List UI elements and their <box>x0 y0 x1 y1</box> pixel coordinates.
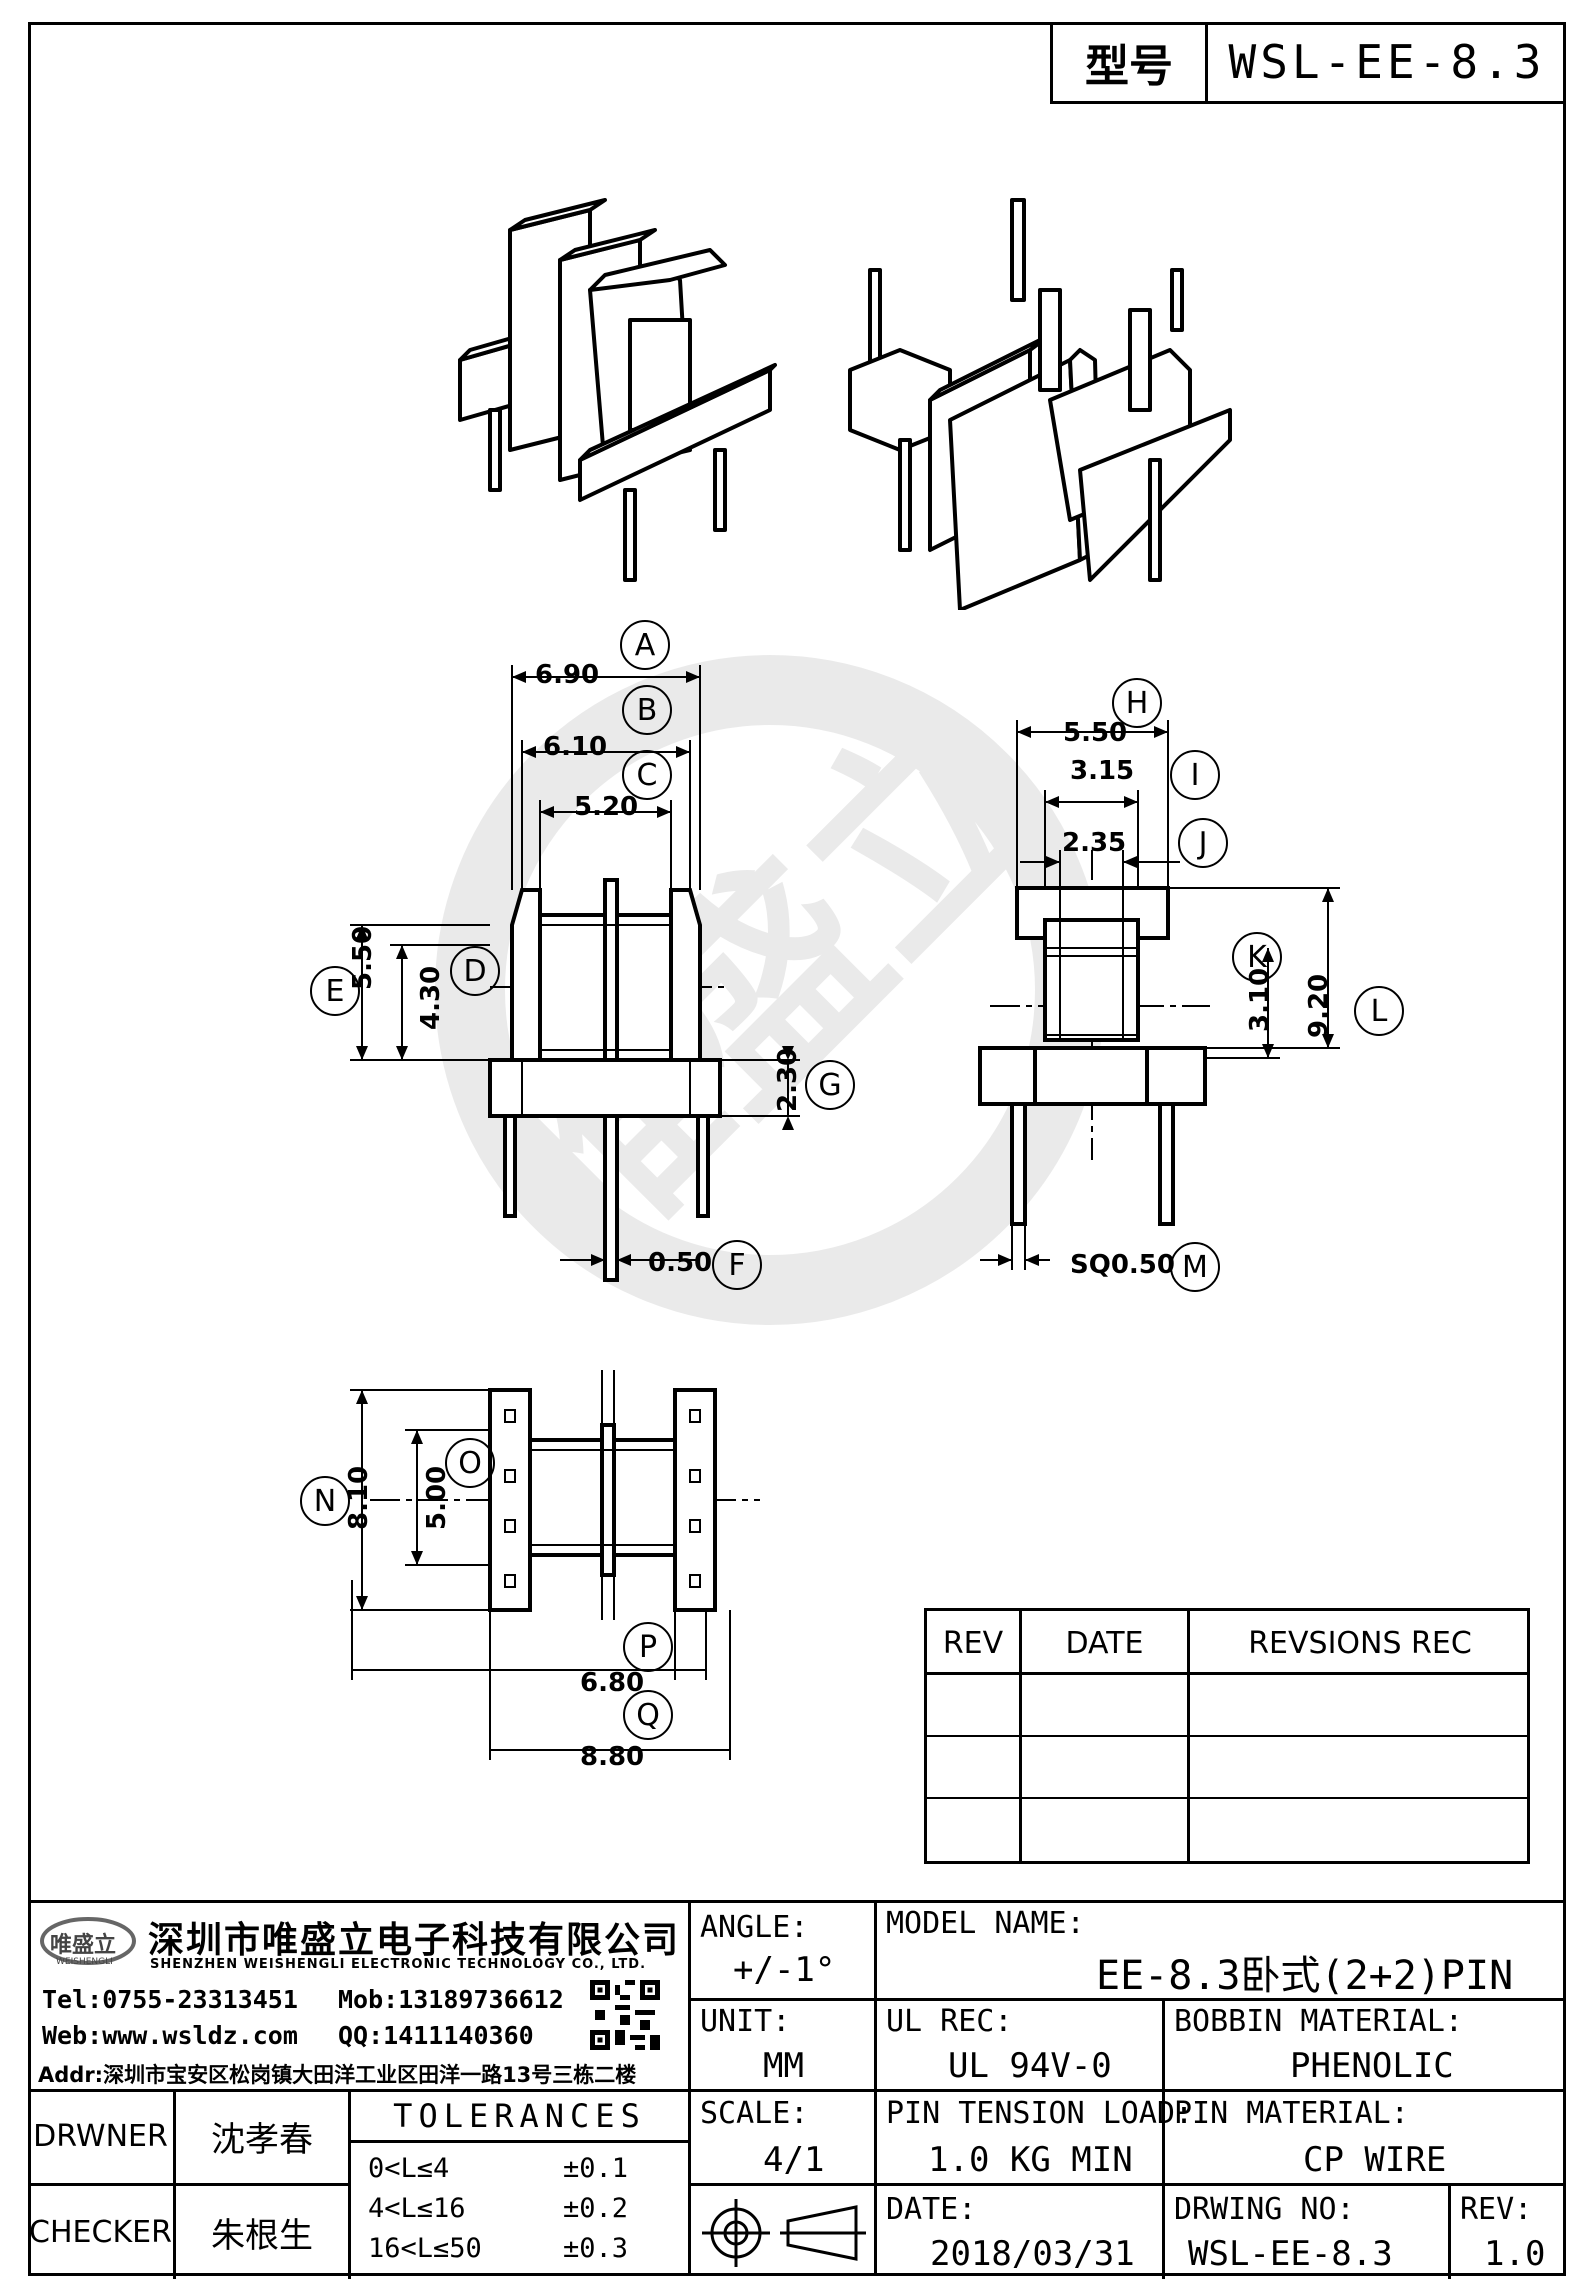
model-value: WSL-EE-8.3 <box>1228 34 1546 89</box>
unit-label: UNIT: <box>700 2004 791 2039</box>
company-tel: Tel:0755-23313451 <box>42 1985 298 2014</box>
bobbin-material-value: PHENOLIC <box>1290 2046 1454 2086</box>
date-label: DATE: <box>886 2192 977 2227</box>
iso-view-front <box>458 198 777 582</box>
dim-callout-G: G <box>805 1060 855 1110</box>
top-view <box>350 1370 760 1760</box>
dim-callout-Q: Q <box>623 1690 673 1740</box>
ul-rec-label: UL REC: <box>886 2004 1013 2039</box>
pin-material-label: PIN MATERIAL: <box>1174 2096 1409 2131</box>
company-mob: Mob:13189736612 <box>338 1985 564 2014</box>
dim-callout-F: F <box>712 1240 762 1290</box>
tolerance-value-3: ±0.3 <box>563 2233 629 2264</box>
projection-symbol-icon <box>696 2193 872 2273</box>
dim-callout-C: C <box>622 750 672 800</box>
dim-callout-N: N <box>300 1476 350 1526</box>
dim-callout-E: E <box>310 966 360 1016</box>
model-header-box: 型号 WSL-EE-8.3 <box>1050 22 1566 104</box>
tolerances-label: TOLERANCES <box>393 2097 646 2135</box>
dim-callout-K: K <box>1232 932 1282 982</box>
checker-label: CHECKER <box>29 2215 172 2250</box>
rev-col-header: REV <box>942 1625 1004 1661</box>
dim-callout-B: B <box>622 685 672 735</box>
dim-callout-P: P <box>623 1622 673 1672</box>
tolerance-value-1: ±0.1 <box>563 2153 629 2184</box>
company-logo: 唯盛立 WEISHENGLI <box>38 1913 138 1973</box>
bobbin-material-label: BOBBIN MATERIAL: <box>1174 2004 1463 2039</box>
company-name-en: SHENZHEN WEISHENGLI ELECTRONIC TECHNOLOG… <box>150 1957 647 1972</box>
company-qq: QQ:1411140360 <box>338 2021 534 2050</box>
pin-tension-label: PIN TENSION LOAD: <box>886 2096 1194 2131</box>
drawner-label: DRWNER <box>33 2118 168 2154</box>
dim-callout-O: O <box>445 1438 495 1488</box>
dim-callout-I: I <box>1170 750 1220 800</box>
model-name-label: MODEL NAME: <box>886 1906 1085 1941</box>
dim-callout-J: J <box>1178 818 1228 868</box>
date-value: 2018/03/31 <box>930 2234 1135 2274</box>
dim-callout-A: A <box>620 620 670 670</box>
dim-value-I: 3.15 <box>1070 756 1135 786</box>
revisions-table: REV DATE REVSIONS REC <box>924 1608 1530 1864</box>
logo-subtext: WEISHENGLI <box>56 1957 113 1967</box>
dim-value-Q: 8.80 <box>580 1742 645 1772</box>
rev-label: REV: <box>1460 2192 1533 2227</box>
tolerance-range-3: 16<L≤50 <box>368 2233 482 2264</box>
dim-value-C: 5.20 <box>574 792 639 822</box>
drawner-value: 沈孝春 <box>211 2119 313 2160</box>
scale-value: 4/1 <box>763 2140 825 2180</box>
side-view <box>978 720 1340 1270</box>
company-name-cn: 深圳市唯盛立电子科技有限公司 <box>148 1920 681 1961</box>
dim-value-O: 5.00 <box>422 1465 452 1530</box>
drawing-border <box>28 22 1566 2276</box>
revisions-rec-col-header: REVSIONS REC <box>1248 1625 1472 1661</box>
dim-value-N: 8.10 <box>344 1465 374 1530</box>
company-web: Web:www.wsldz.com <box>42 2021 298 2050</box>
dim-value-H: 5.50 <box>1063 718 1128 748</box>
tolerance-value-2: ±0.2 <box>563 2193 629 2224</box>
dim-value-F: 0.50 <box>648 1248 713 1278</box>
tolerance-range-1: 0<L≤4 <box>368 2153 450 2184</box>
drawing-no-label: DRWING NO: <box>1174 2192 1355 2227</box>
ul-rec-value: UL 94V-0 <box>948 2046 1112 2086</box>
dim-callout-D: D <box>450 946 500 996</box>
dim-value-L: 9.20 <box>1304 973 1334 1038</box>
tolerance-range-2: 4<L≤16 <box>368 2193 466 2224</box>
scale-label: SCALE: <box>700 2096 809 2131</box>
dim-callout-H: H <box>1112 678 1162 728</box>
dim-value-E: 5.50 <box>348 925 378 990</box>
date-col-header: DATE <box>1065 1625 1144 1661</box>
isometric-views <box>458 198 1232 610</box>
title-block: 唯盛立 WEISHENGLI 深圳市唯盛立电子科技有限公司 SHENZHEN W… <box>28 1900 1566 2279</box>
logo-text: 唯盛立 <box>50 1933 117 1958</box>
pin-tension-value: 1.0 KG MIN <box>928 2140 1133 2180</box>
model-label: 型号 <box>1085 40 1173 92</box>
checker-value: 朱根生 <box>211 2216 313 2256</box>
dim-callout-L: L <box>1354 986 1404 1036</box>
dim-callout-M: M <box>1170 1242 1220 1292</box>
dim-value-M: SQ0.50 <box>1070 1250 1175 1280</box>
drawing-no-value: WSL-EE-8.3 <box>1188 2234 1393 2274</box>
iso-view-back <box>848 198 1232 610</box>
dim-value-J: 2.35 <box>1062 828 1127 858</box>
dim-value-K: 3.10 <box>1245 967 1275 1032</box>
unit-value: MM <box>763 2046 804 2086</box>
dim-value-D: 4.30 <box>416 965 446 1030</box>
dim-value-A: 6.90 <box>535 660 600 690</box>
company-address: Addr:深圳市宝安区松岗镇大田洋工业区田洋一路13号三栋二楼 <box>38 2063 637 2087</box>
angle-value: +/-1° <box>733 1950 836 1990</box>
qr-code <box>590 1979 660 2051</box>
model-name-value: EE-8.3卧式(2+2)PIN <box>1096 1953 1514 1999</box>
rev-value: 1.0 <box>1484 2234 1546 2274</box>
front-view <box>350 665 800 1282</box>
pin-material-value: CP WIRE <box>1303 2140 1447 2180</box>
dim-value-G: 2.30 <box>773 1047 803 1112</box>
angle-label: ANGLE: <box>700 1910 809 1945</box>
dim-value-B: 6.10 <box>543 732 608 762</box>
